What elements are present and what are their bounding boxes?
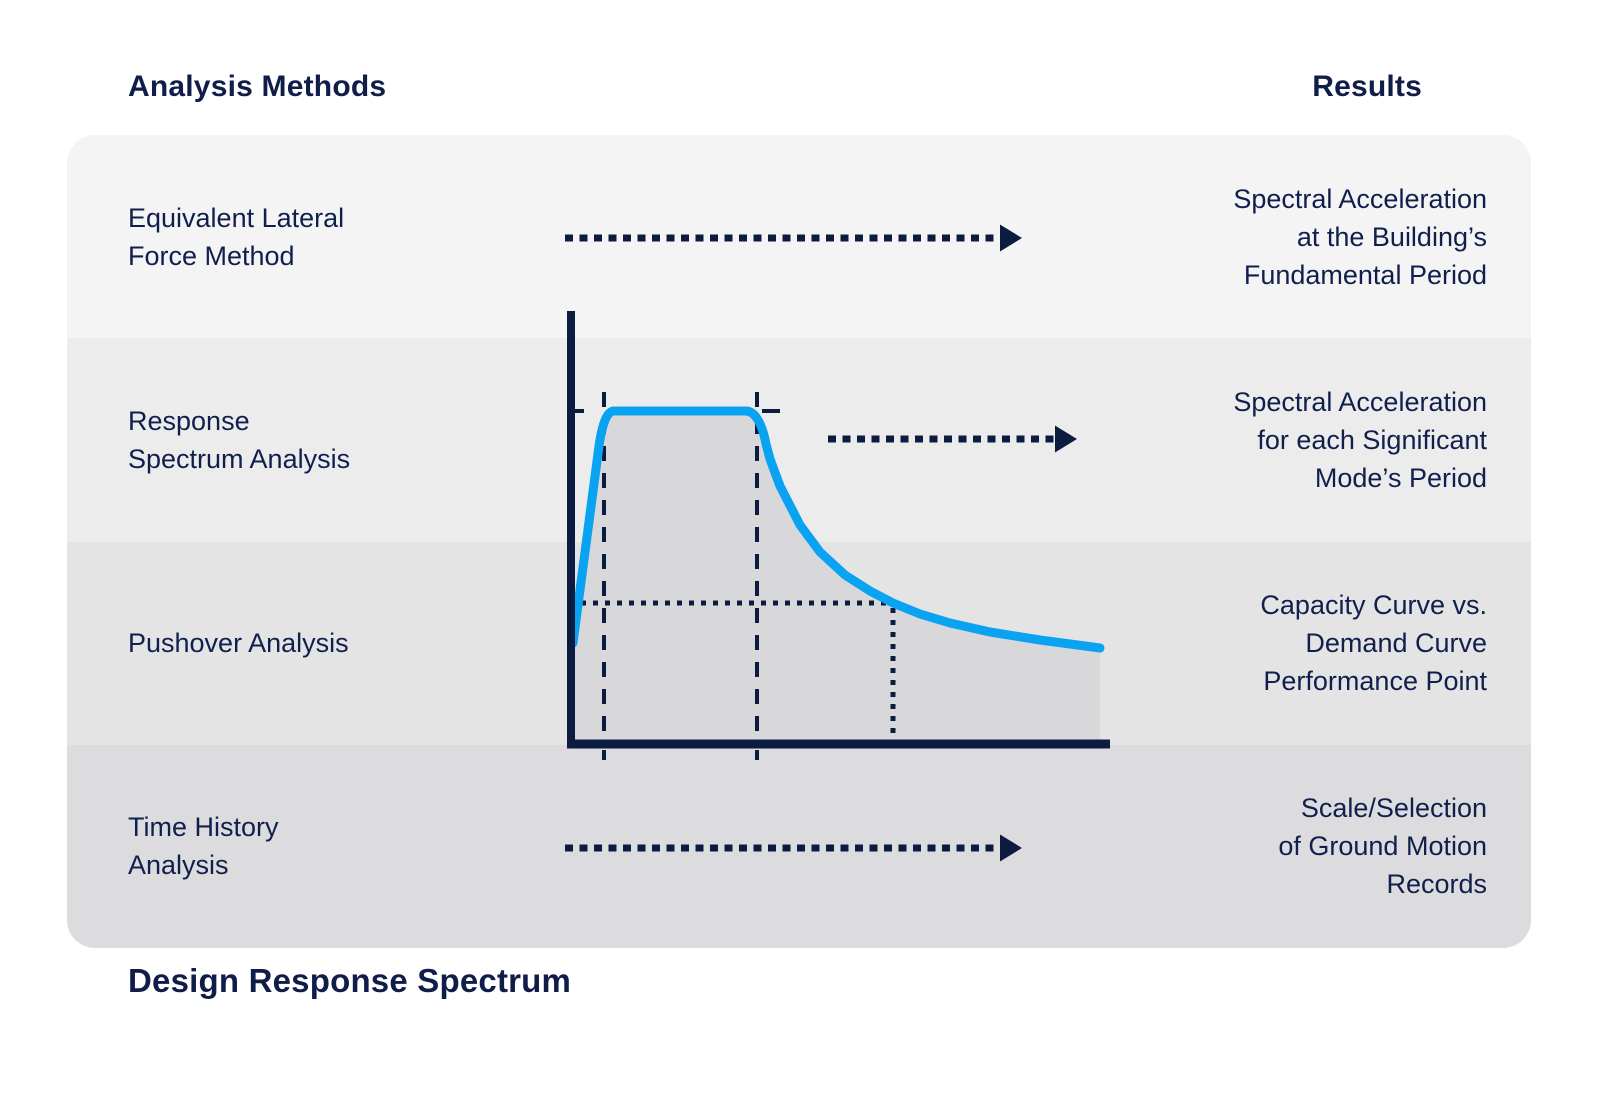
method-line: Analysis [128, 850, 229, 881]
results-heading: Results [1312, 70, 1422, 103]
methods-results-panel: Equivalent Lateral Force Method Spectral… [67, 135, 1531, 948]
method-label: Time History Analysis [128, 808, 279, 884]
method-line: Force Method [128, 240, 295, 271]
method-line: Time History [128, 812, 279, 843]
result-label: Spectral Acceleration at the Building’s … [1233, 180, 1487, 294]
result-label: Spectral Acceleration for each Significa… [1233, 383, 1487, 497]
result-line: Fundamental Period [1243, 259, 1487, 290]
result-line: at the Building’s [1296, 221, 1487, 252]
chart-title: Design Response Spectrum [128, 962, 572, 999]
row-time-history: Time History Analysis Scale/Selection of… [67, 744, 1531, 948]
method-label: Response Spectrum Analysis [128, 402, 350, 478]
result-label: Scale/Selection of Ground Motion Records [1278, 789, 1487, 903]
method-line: Response [128, 405, 250, 436]
result-line: Records [1386, 869, 1487, 900]
result-line: Spectral Acceleration [1233, 183, 1487, 214]
result-line: Mode’s Period [1314, 462, 1487, 493]
method-line: Equivalent Lateral [128, 202, 345, 233]
result-line: Spectral Acceleration [1233, 386, 1487, 417]
result-line: of Ground Motion [1278, 831, 1487, 862]
row-equivalent-lateral-force: Equivalent Lateral Force Method Spectral… [67, 135, 1531, 339]
row-pushover: Pushover Analysis Capacity Curve vs. Dem… [67, 541, 1531, 745]
method-label: Pushover Analysis [128, 624, 349, 662]
result-line: Scale/Selection [1300, 793, 1487, 824]
result-line: Demand Curve [1305, 628, 1487, 659]
result-line: for each Significant [1257, 424, 1487, 455]
method-line: Spectrum Analysis [128, 443, 351, 474]
result-label: Capacity Curve vs. Demand Curve Performa… [1260, 586, 1487, 700]
method-label: Equivalent Lateral Force Method [128, 199, 344, 275]
result-line: Capacity Curve vs. [1260, 590, 1487, 621]
result-line: Performance Point [1263, 666, 1487, 697]
row-response-spectrum: Response Spectrum Analysis Spectral Acce… [67, 338, 1531, 542]
method-line: Pushover Analysis [128, 628, 349, 659]
analysis-methods-heading: Analysis Methods [128, 70, 387, 103]
